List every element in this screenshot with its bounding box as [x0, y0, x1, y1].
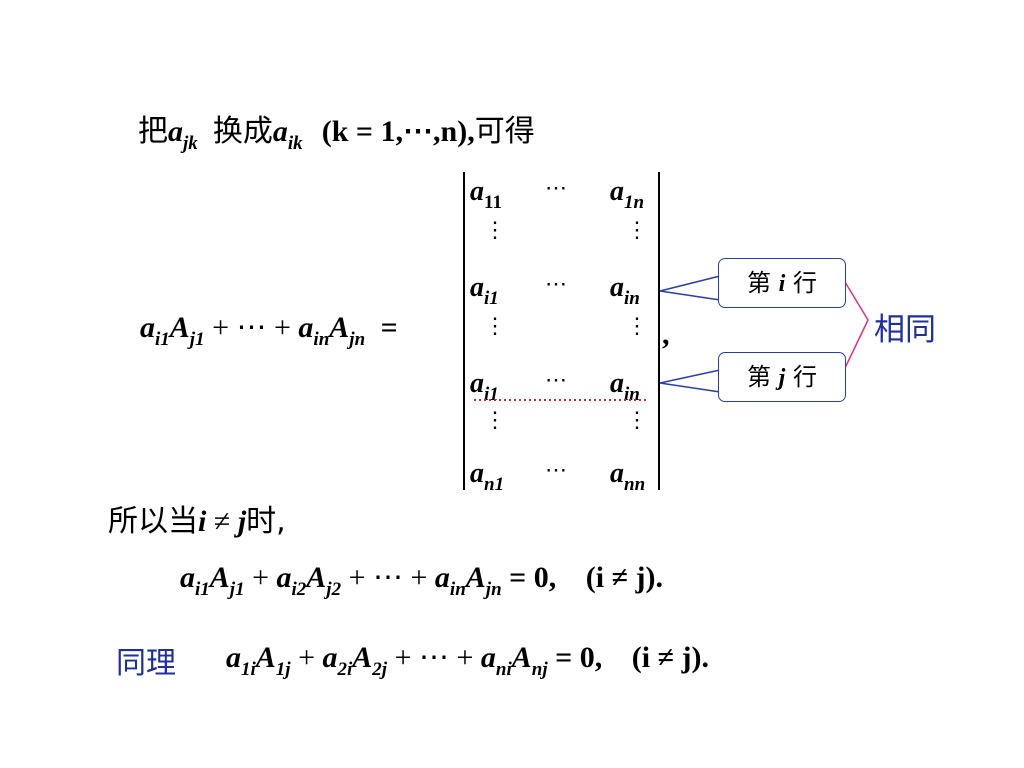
equals-sign: = — [380, 311, 398, 344]
cell-hdots-row-n: ⋯ — [545, 458, 567, 483]
cell-ai1-row-i: ai1 — [470, 272, 499, 309]
bracket-same — [844, 281, 869, 369]
cell-hdots-row-i: ⋯ — [545, 272, 567, 297]
cell-an1: an1 — [470, 458, 505, 495]
pointer-row-i — [659, 275, 721, 301]
condition-line: 所以当i ≠ j时, — [108, 504, 286, 539]
text-huancheng: 换成 — [212, 114, 273, 149]
cell-hdots-row1: ⋯ — [545, 176, 567, 201]
intro-line: 把ajk 换成aik (k = 1,⋯,n),可得 — [138, 106, 535, 154]
equation1-lhs: ai1Aj1 + ⋯ + ainAjn = — [140, 311, 398, 350]
equation2: ai1Aj1 + ai2Aj2 + ⋯ + ainAjn = 0, (i ≠ j… — [180, 561, 664, 600]
text-kede: 可得 — [474, 114, 535, 149]
cell-a1n: a1n — [610, 176, 645, 213]
label-same: 相同 — [874, 312, 936, 348]
equation2-condition: (i ≠ j). — [585, 561, 664, 594]
text-ba: 把 — [138, 114, 168, 149]
cell-a11: a11 — [470, 176, 502, 213]
label-tongli: 同理 — [116, 646, 176, 681]
determinant-right-bar — [658, 172, 660, 490]
cell-ann: ann — [610, 458, 646, 495]
term-a-jk: ajk — [168, 115, 198, 154]
equation3-condition: (i ≠ j). — [631, 641, 710, 674]
callout-row-j: 第 j 行 — [718, 352, 846, 402]
cell-ain-row-i: ain — [610, 272, 640, 309]
term-a-ik: aik — [272, 115, 303, 154]
cell-hdots-row-j: ⋯ — [545, 368, 567, 393]
pointer-row-j — [659, 369, 721, 393]
trailing-comma: , — [662, 318, 670, 351]
equation3: a1iA1j + a2iA2j + ⋯ + aniAnj = 0, (i ≠ j… — [226, 641, 710, 680]
determinant-left-bar — [463, 172, 465, 490]
range-condition: (k = 1,⋯,n), — [321, 115, 475, 148]
callout-row-i: 第 i 行 — [718, 258, 846, 308]
